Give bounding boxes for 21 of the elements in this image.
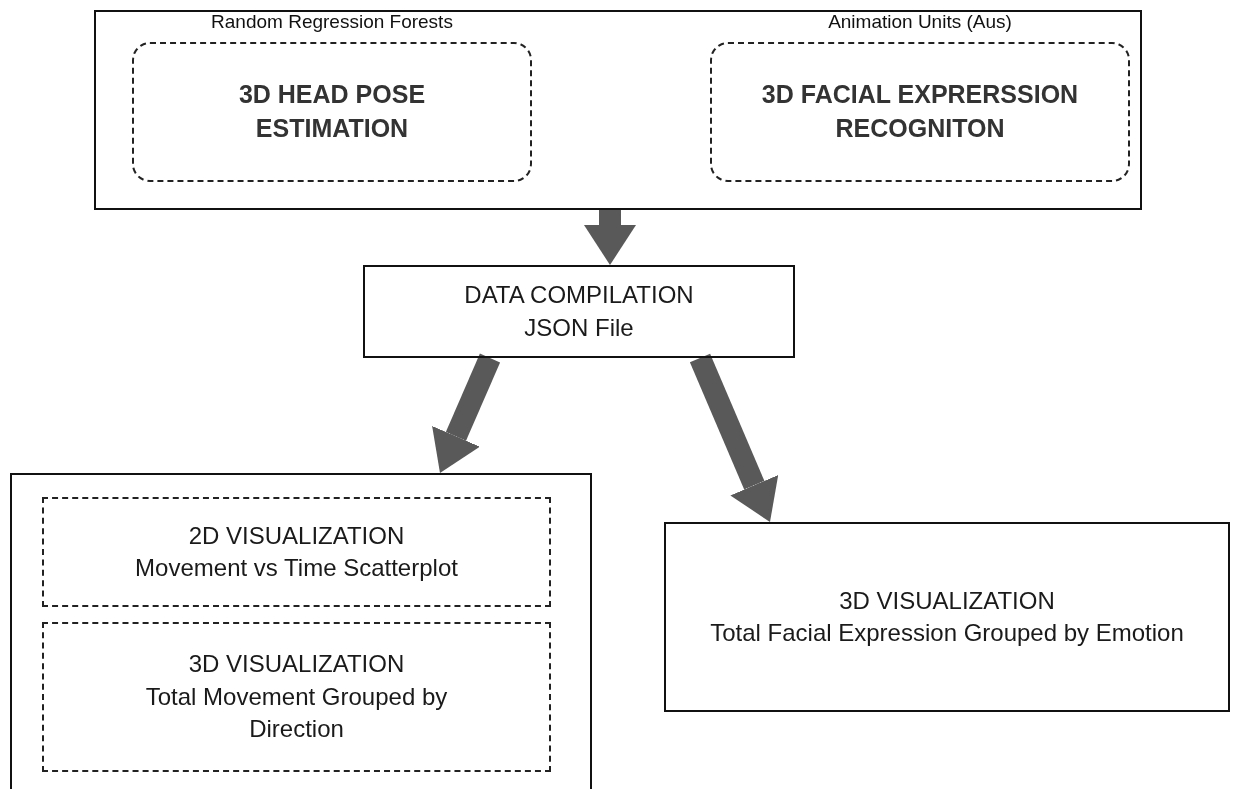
box-title: 3D VISUALIZATION <box>838 585 1056 616</box>
box-subtitle: JSON File <box>523 312 635 343</box>
box-heading: Animation Units (Aus) <box>827 11 1013 33</box>
arrow <box>689 353 779 522</box>
process-box <box>363 265 795 358</box>
process-box <box>664 522 1230 712</box>
box-title: 3D VISUALIZATION <box>187 649 406 680</box>
box-subtitle: Total Movement Grouped by Direction <box>144 681 449 745</box>
dashed-box <box>42 622 551 772</box>
box-subtitle: Total Facial Expression Grouped by Emotion <box>709 618 1185 648</box>
group-box <box>10 473 592 789</box>
dashed-box <box>42 497 551 607</box>
arrow <box>432 353 501 473</box>
arrow <box>584 210 636 265</box>
box-title: 2D VISUALIZATION <box>187 520 406 551</box>
group-box <box>94 10 1142 210</box>
box-heading: Random Regression Forests <box>210 11 454 33</box>
box-subtitle: Movement vs Time Scatterplot <box>134 553 459 583</box>
box-title: 3D HEAD POSE ESTIMATION <box>237 79 427 144</box>
box-title: 3D FACIAL EXPRERSSION RECOGNITON <box>760 79 1080 144</box>
box-title: DATA COMPILATION <box>463 280 695 311</box>
